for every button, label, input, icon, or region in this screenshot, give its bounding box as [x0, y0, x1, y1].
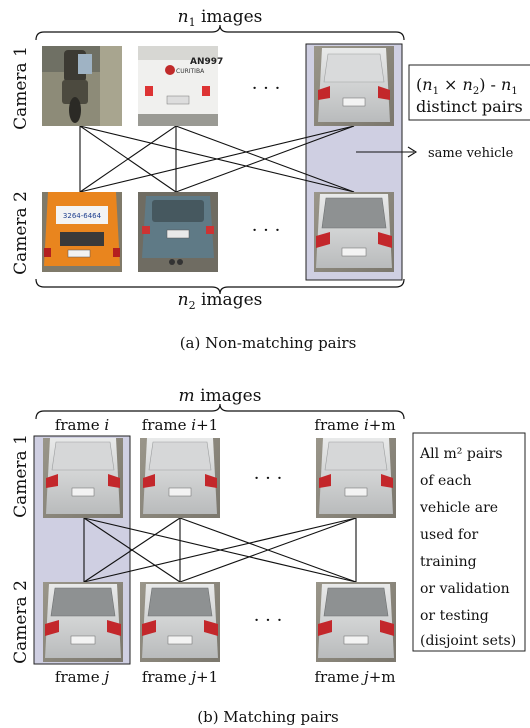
pair-lines	[79, 125, 355, 193]
cam1-image-motorbike	[42, 46, 122, 126]
cam2-frame-j-plus-m	[316, 582, 396, 662]
bottom-brace-label: n2 images	[178, 290, 263, 312]
cam2-image-silver-car	[314, 192, 394, 272]
panel-b: m images frame i frame i+1 frame i+m Cam…	[11, 386, 526, 726]
cam2-image-mini	[138, 192, 218, 272]
camera-2-label: Camera 2	[11, 191, 31, 275]
svg-text:CURITIBA: CURITIBA	[176, 68, 205, 75]
matching-lines	[83, 517, 357, 583]
frame-label-bottom-2: frame j+1	[142, 668, 218, 686]
svg-text:AN997: AN997	[190, 57, 223, 67]
frame-label-top-3: frame i+m	[314, 416, 395, 434]
frame-label-top-2: frame i+1	[142, 416, 218, 434]
camera-1-label: Camera 1	[11, 46, 31, 130]
cam1-image-bus: CURITIBA AN997	[138, 46, 223, 126]
top-brace-b	[35, 403, 405, 420]
frame-label-bottom-3: frame j+m	[315, 668, 396, 686]
cam1-frame-i-plus-m	[316, 438, 396, 518]
cam2-ellipsis: · · ·	[252, 220, 281, 241]
pairs-box-line1: (n1 × n2) - n1	[416, 75, 518, 97]
panel-a: n1 images Camera 1 Camera 2	[11, 7, 530, 352]
cam1-ellipsis: · · ·	[252, 78, 281, 99]
camera-1-label-b: Camera 1	[11, 434, 31, 518]
cam2-frame-j-plus-1	[140, 582, 220, 662]
bottom-brace	[35, 278, 405, 295]
info-line-6: or validation	[420, 581, 510, 597]
cam1-image-silver-car	[314, 46, 394, 126]
svg-text:3264-6464: 3264-6464	[63, 212, 102, 220]
info-line-7: or testing	[420, 608, 489, 624]
top-brace	[35, 24, 405, 41]
info-line-3: vehicle are	[419, 500, 498, 516]
info-line-8: (disjoint sets)	[420, 633, 516, 649]
info-box-text: All m² pairs of each vehicle are used fo…	[419, 446, 516, 649]
info-line-1: All m² pairs	[419, 446, 503, 462]
frame-label-bottom-1: frame j	[55, 668, 110, 686]
info-line-5: training	[420, 554, 477, 570]
frame-label-top-1: frame i	[55, 416, 110, 434]
caption-b: (b) Matching pairs	[197, 708, 339, 726]
info-line-4: used for	[420, 527, 479, 543]
same-vehicle-label: same vehicle	[428, 146, 514, 161]
same-vehicle-arrowhead	[407, 146, 418, 158]
pairs-box-line2: distinct pairs	[416, 97, 523, 116]
info-line-2: of each	[420, 473, 472, 489]
cam2-frame-j	[43, 582, 123, 662]
info-box	[412, 432, 526, 652]
pairs-box	[408, 64, 530, 121]
cam1-ellipsis-b: · · ·	[254, 468, 283, 489]
top-brace-label: n1 images	[178, 7, 263, 29]
caption-a: (a) Non-matching pairs	[180, 334, 357, 352]
camera-2-label-b: Camera 2	[11, 580, 31, 664]
cam1-frame-i-plus-1	[140, 438, 220, 518]
cam1-frame-i	[43, 438, 123, 518]
cam2-ellipsis-b: · · ·	[254, 610, 283, 631]
cam2-image-taxi: 3264-6464	[42, 192, 122, 272]
top-brace-label-b: m images	[179, 386, 262, 406]
